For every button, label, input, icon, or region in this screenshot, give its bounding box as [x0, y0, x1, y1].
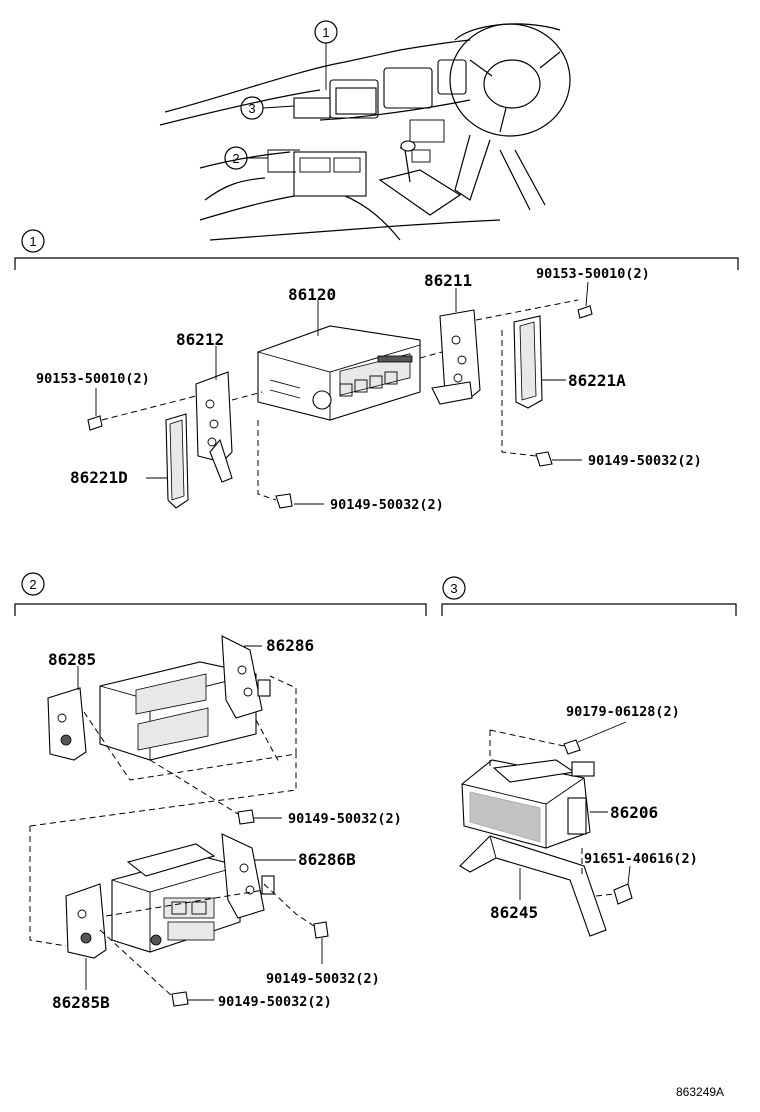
section-1-bracket — [14, 257, 739, 270]
section-3-bracket — [441, 603, 737, 616]
label-86206: 86206 — [610, 803, 658, 822]
label-bolt-90149-lower: 90149-50032(2) — [218, 994, 332, 1010]
bracket-86285B — [65, 883, 107, 959]
label-86286B: 86286B — [298, 850, 356, 869]
section-2-bracket — [14, 603, 427, 616]
label-86211: 86211 — [424, 271, 472, 290]
section-1-circle — [21, 229, 45, 253]
label-nut-90179: 90179-06128(2) — [566, 704, 680, 720]
bracket-86221A — [513, 315, 543, 409]
bolt-90149-lower-right — [313, 921, 329, 964]
label-bolt-91651: 91651-40616(2) — [584, 851, 698, 867]
screw-90153-left — [87, 388, 103, 431]
label-86285B: 86285B — [52, 993, 110, 1012]
label-86212: 86212 — [176, 330, 224, 349]
section-1: 1 86120 86211 — [14, 229, 739, 513]
bolt-90149-bottom — [275, 493, 324, 509]
bracket-86245 — [459, 835, 607, 937]
label-screw-90153-left: 90153-50010(2) — [36, 371, 150, 387]
amplifier-86206 — [461, 759, 595, 849]
section-3-circle — [442, 576, 466, 600]
section-2-circle — [21, 572, 45, 596]
dashboard-overview: 1 3 2 — [159, 20, 571, 241]
overview-amplifier — [293, 97, 331, 119]
label-86221A: 86221A — [568, 371, 626, 390]
section-2: 2 86285 86286 9 — [14, 572, 427, 1012]
label-86245: 86245 — [490, 903, 538, 922]
label-bolt-90149-bottom: 90149-50032(2) — [330, 497, 444, 513]
radio-unit-86120 — [257, 325, 421, 421]
section-3-number: 3 — [450, 581, 457, 596]
bracket-86285 — [47, 687, 87, 761]
section-2-number: 2 — [29, 577, 36, 592]
label-bolt-90149-mid: 90149-50032(2) — [266, 971, 380, 987]
label-86120: 86120 — [288, 285, 336, 304]
screw-90153-right — [577, 281, 593, 319]
mounting-frame-upper — [99, 661, 257, 761]
bracket-86286B — [221, 833, 275, 919]
steering-wheel — [449, 23, 571, 137]
label-86286: 86286 — [266, 636, 314, 655]
callout-1-text: 1 — [322, 25, 329, 40]
bolt-90149-right — [535, 451, 582, 467]
bolt-90149-mid — [237, 809, 282, 825]
callout-3-text: 3 — [248, 101, 255, 116]
nut-90179 — [563, 721, 627, 755]
section-1-number: 1 — [29, 234, 36, 249]
bracket-86211 — [431, 309, 481, 405]
instrument-gauge-right — [383, 67, 433, 109]
bracket-86212 — [195, 371, 233, 483]
label-bolt-90149-right: 90149-50032(2) — [588, 453, 702, 469]
cd-unit-lower — [111, 843, 241, 953]
figure-code: 863249A — [676, 1085, 724, 1099]
label-screw-90153-right: 90153-50010(2) — [536, 266, 650, 282]
bolt-90149-lower — [171, 991, 214, 1007]
bracket-86221D — [165, 413, 189, 509]
label-86285: 86285 — [48, 650, 96, 669]
bracket-86286 — [221, 635, 271, 719]
callout-2-text: 2 — [232, 151, 239, 166]
label-bolt-90149-upper: 90149-50032(2) — [288, 811, 402, 827]
overview-radio-unit — [335, 87, 377, 115]
bolt-91651 — [613, 865, 633, 905]
label-86221D: 86221D — [70, 468, 128, 487]
section-3: 3 90179-06128(2) 86206 86245 91651-40616… — [441, 576, 737, 937]
